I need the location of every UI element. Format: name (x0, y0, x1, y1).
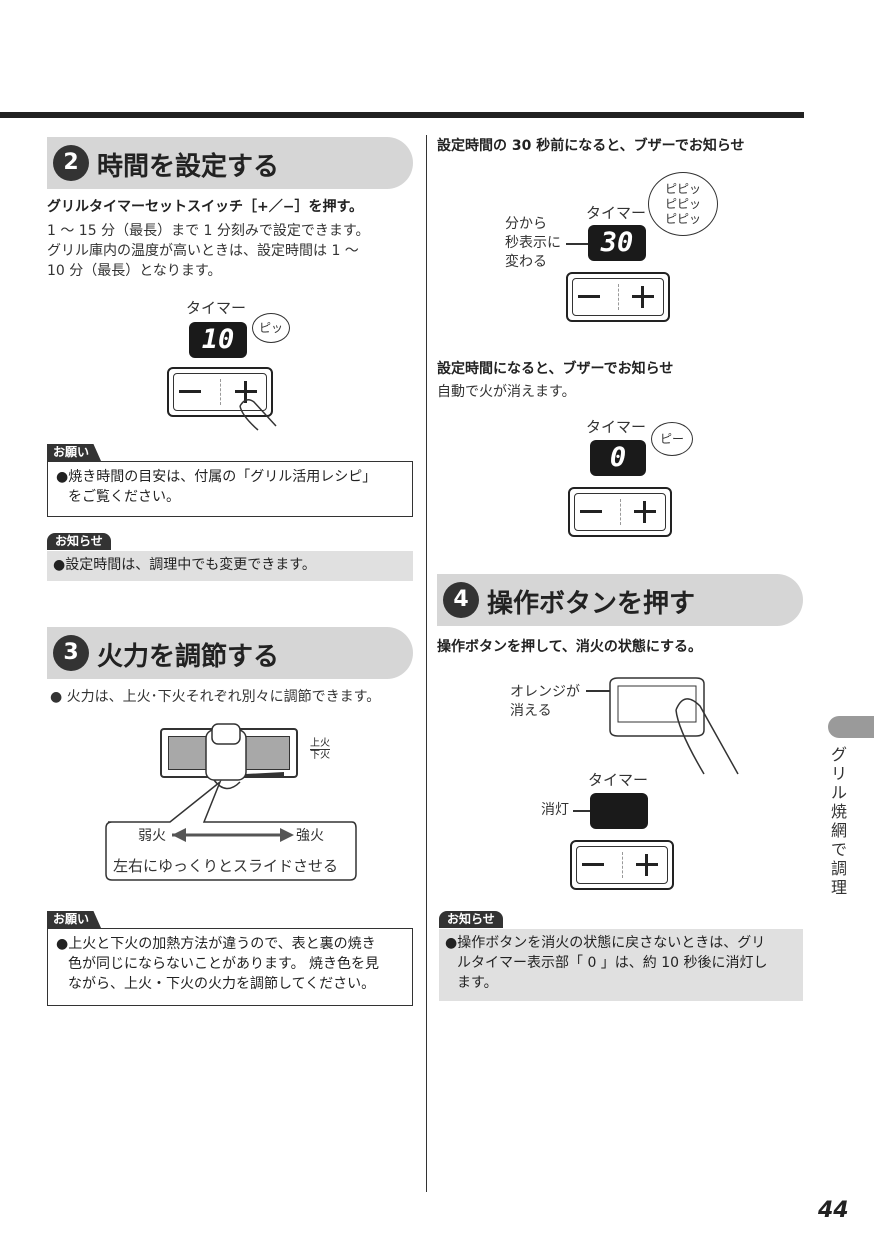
heading-30sec: 設定時間の 30 秒前になると、ブザーでお知らせ (437, 138, 745, 154)
chapter-tab (828, 716, 874, 738)
plus-minus-switch[interactable] (167, 367, 273, 417)
leader-line (586, 690, 612, 692)
notice-tag: お知らせ (439, 911, 503, 928)
heading-time-up: 設定時間になると、ブザーでお知らせ (437, 361, 674, 377)
slide-callout (105, 779, 357, 881)
section-4-header: 4 操作ボタンを押す (437, 574, 803, 626)
beep-bubble: ピピッ ピピッ ピピッ (648, 172, 718, 236)
off-label: 消灯 (541, 802, 569, 818)
finger-icon (239, 399, 277, 431)
section-title: 火力を調節する (97, 642, 280, 672)
timer-display: 10 (189, 322, 247, 358)
timer-label: タイマー (588, 771, 649, 789)
notice-tag: お知らせ (47, 533, 111, 550)
notice-box: ●設定時間は、調理中でも変更できます。 (47, 551, 413, 581)
section-2-header: 2 時間を設定する (47, 137, 413, 189)
beep-bubble: ピー (651, 422, 693, 456)
slide-note: 左右にゆっくりとスライドさせる (113, 857, 339, 875)
minus-button[interactable] (578, 295, 600, 298)
timer-display: 0 (590, 440, 646, 476)
timer-label: タイマー (586, 418, 647, 436)
section-title: 時間を設定する (97, 152, 280, 182)
section-title: 操作ボタンを押す (487, 589, 696, 619)
request-tag: お願い (47, 444, 102, 461)
request-box: ●上火と下火の加熱方法が違うので、表と裏の焼き 色が同じにならないことがあります… (47, 928, 413, 1006)
operation-button-hand-icon (609, 677, 739, 775)
body-text: ● 火力は、上火･下火それぞれ別々に調節できます。 (50, 689, 381, 705)
page-number: 44 (818, 1198, 849, 1223)
orange-label: オレンジが 消える (510, 684, 580, 719)
timer-display: 30 (588, 225, 646, 261)
burner-labels: 上火 下火 (310, 738, 330, 761)
instruction: 操作ボタンを押して、消火の状態にする。 (437, 639, 703, 655)
plus-minus-switch[interactable] (566, 272, 670, 322)
notice-box: ●操作ボタンを消火の状態に戻さないときは、グリ ルタイマー表示部「 0 」は、約… (439, 929, 803, 1001)
section-number: 4 (443, 582, 479, 618)
body-text: 1 ～ 15 分（最長）まで 1 分刻みで設定できます。 グリル庫内の温度が高い… (47, 223, 370, 279)
instruction: グリルタイマーセットスイッチ［+／−］を押す。 (47, 199, 364, 215)
section-3-header: 3 火力を調節する (47, 627, 413, 679)
column-divider (426, 135, 427, 1192)
plus-minus-switch[interactable] (568, 487, 672, 537)
top-rule (0, 112, 804, 118)
minus-button[interactable] (580, 510, 602, 513)
strong-label: 強火 (296, 828, 324, 844)
weak-label: 弱火 (138, 828, 166, 844)
timer-display-off (590, 793, 648, 829)
slider-knob-hand-icon (205, 723, 247, 790)
chapter-title: グリル焼網で調理 (830, 745, 847, 897)
request-tag: お願い (47, 911, 102, 928)
timer-label: タイマー (586, 204, 647, 222)
leader-line (566, 243, 588, 245)
plus-minus-switch[interactable] (570, 840, 674, 890)
leader-line (573, 810, 591, 812)
timer-label: タイマー (186, 299, 247, 317)
request-box: ●焼き時間の目安は、付属の「グリル活用レシピ」 をご覧ください。 (47, 461, 413, 517)
section-number: 2 (53, 145, 89, 181)
section-number: 3 (53, 635, 89, 671)
minus-button[interactable] (582, 863, 604, 866)
change-label: 分から 秒表示に 変わる (505, 216, 561, 270)
body-text: 自動で火が消えます。 (437, 384, 576, 400)
beep-bubble: ピッ (252, 313, 290, 343)
minus-button[interactable] (179, 390, 201, 393)
